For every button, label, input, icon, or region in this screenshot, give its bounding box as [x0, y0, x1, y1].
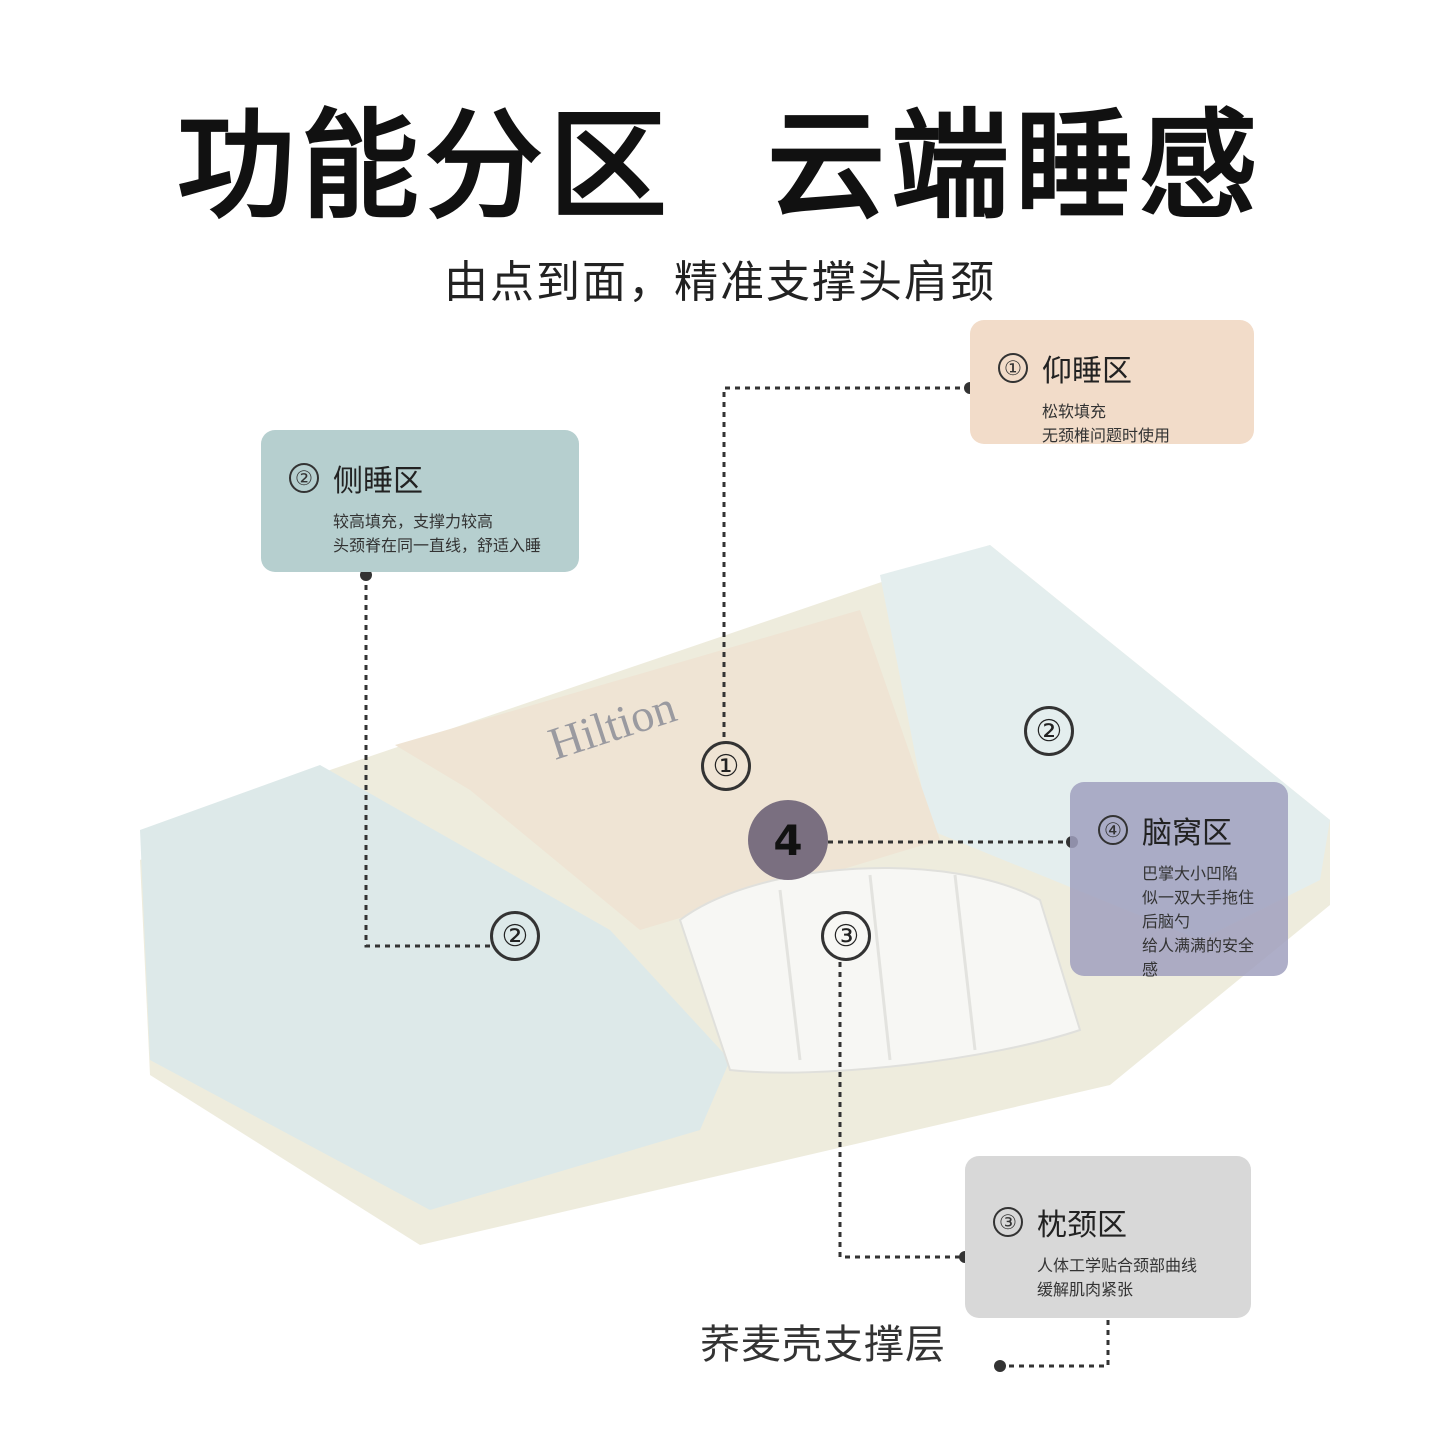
zone-number: ③	[993, 1207, 1023, 1237]
zone-desc-line: 松软填充	[1042, 402, 1107, 421]
page-subtitle: 由点到面，精准支撑头肩颈	[444, 257, 996, 308]
zone-desc-line: 缓解肌肉紧张	[1037, 1280, 1134, 1299]
occipital-zone-card: ④ 脑窝区 巴掌大小凹陷 似一双大手拖住 后脑勺 给人满满的安全感	[1070, 782, 1288, 979]
supine-zone-card: ① 仰睡区 松软填充 无颈椎问题时使用	[970, 320, 1254, 445]
page-title: 功能分区 云端睡感	[176, 97, 1264, 235]
zone-label: 枕颈区	[1037, 1208, 1127, 1243]
marker-3: ③	[821, 911, 871, 961]
zone-desc-line: 无颈椎问题时使用	[1042, 426, 1171, 445]
zone-number: ④	[1098, 815, 1128, 845]
marker-4: 4	[748, 800, 828, 880]
marker-1: ①	[701, 741, 751, 791]
zone-number: ②	[289, 463, 319, 493]
zone-label: 仰睡区	[1042, 354, 1132, 389]
zone-number: ①	[998, 353, 1028, 383]
zone-desc-line: 头颈脊在同一直线，舒适入睡	[333, 536, 542, 555]
zone-desc-line: 较高填充，支撑力较高	[333, 512, 494, 531]
zone-desc-line: 给人满满的安全感	[1142, 936, 1255, 979]
pillow-left-section	[140, 765, 730, 1210]
marker-2-left: ②	[490, 911, 540, 961]
side-zone-card: ② 侧睡区 较高填充，支撑力较高 头颈脊在同一直线，舒适入睡	[261, 430, 579, 572]
zone-desc-line: 人体工学贴合颈部曲线	[1037, 1256, 1198, 1275]
buckwheat-layer-label: 荞麦壳支撑层	[700, 1322, 946, 1368]
zone-desc-line: 似一双大手拖住	[1142, 888, 1255, 907]
zone-desc-line: 巴掌大小凹陷	[1142, 864, 1239, 883]
zone-desc-line: 后脑勺	[1142, 912, 1191, 931]
marker-2-right: ②	[1024, 706, 1074, 756]
zone-label: 脑窝区	[1142, 816, 1232, 851]
neck-zone-card: ③ 枕颈区 人体工学贴合颈部曲线 缓解肌肉紧张	[965, 1156, 1251, 1318]
zone-label: 侧睡区	[333, 464, 423, 499]
